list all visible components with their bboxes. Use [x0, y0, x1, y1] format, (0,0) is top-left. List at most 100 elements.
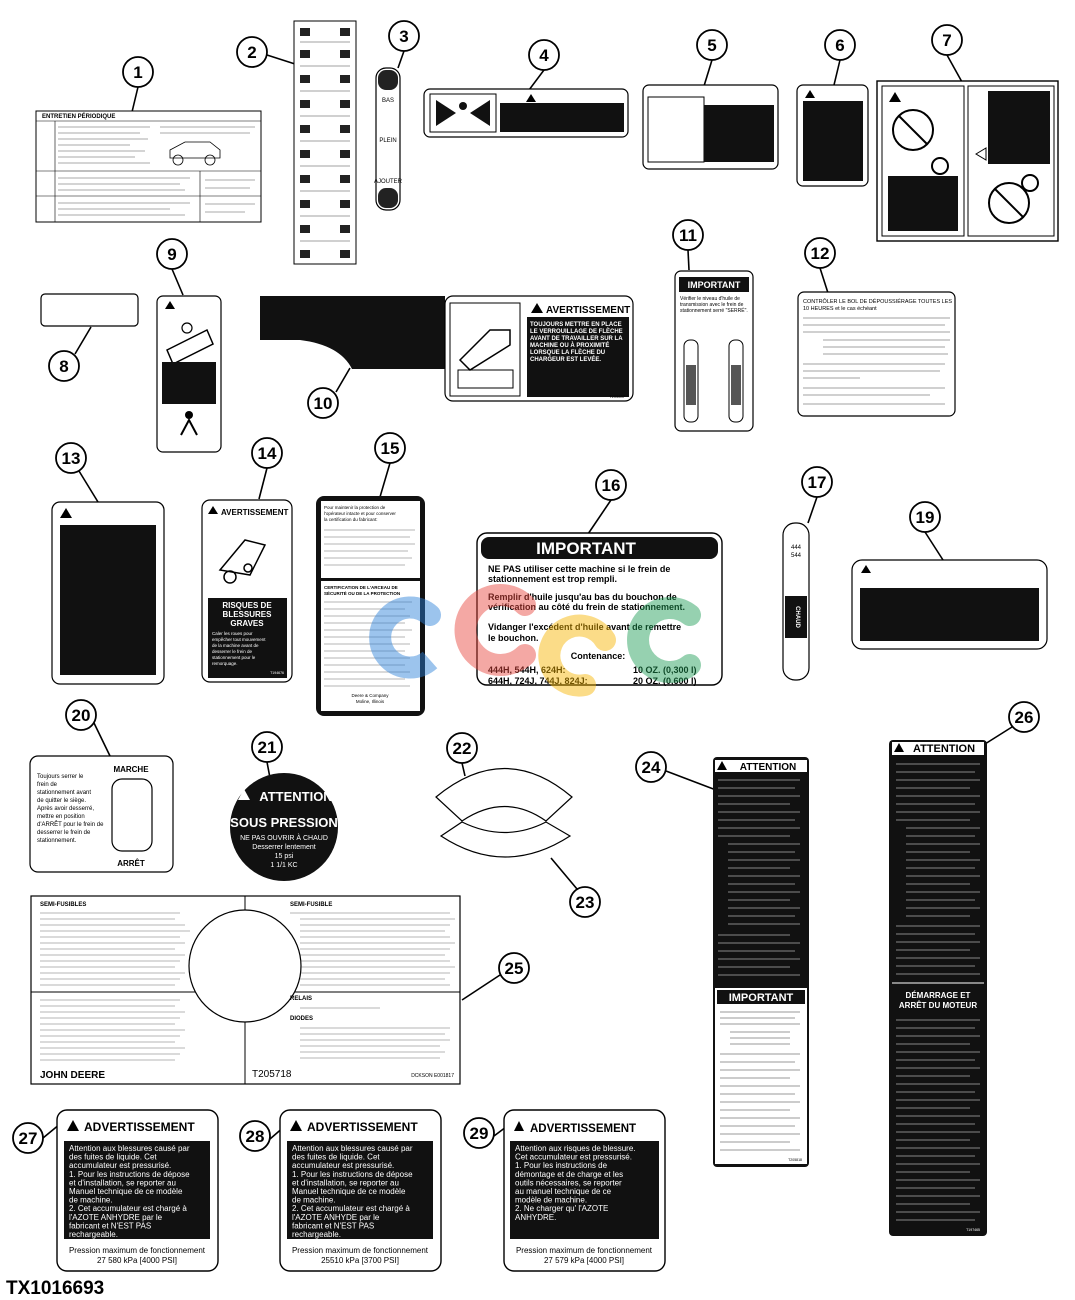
decal-1-maintenance-chart: ENTRETIEN PÉRIODIQUE	[35, 110, 262, 223]
callout-16: 16	[595, 469, 627, 501]
callout-22: 22	[446, 732, 478, 764]
decal-25-fuse-relay-chart: SEMI-FUSIBLES SEMI-FUSIBLE RELAIS DIODES	[30, 895, 461, 1085]
decal-21-pressure-cap-decal: ATTENTION SOUS PRESSION NE PAS OUVRIR À …	[230, 773, 338, 881]
decal29-body-line: modèle de machine.	[515, 1196, 587, 1205]
decal-11-line-1: Vérifier le niveau d'huile de	[680, 296, 740, 302]
decal-10-line-1: TOUJOURS METTRE EN PLACE	[530, 322, 622, 328]
warning-triangle-icon	[208, 506, 218, 514]
decal-17-hot-gauge: 444 544 CHAUD	[782, 522, 810, 681]
decal-25-relais: RELAIS	[290, 996, 312, 1002]
decal-28-footer-1: Pression maximum de fonctionnement	[292, 1246, 429, 1255]
decal29-body-line: 2. Ne charger qu' l'AZOTE	[515, 1204, 608, 1213]
warning-triangle-icon	[717, 761, 727, 770]
decal-24-header-2: IMPORTANT	[729, 992, 794, 1004]
decal-4-crush-hazard	[423, 88, 629, 138]
callout-4: 4	[528, 39, 560, 71]
warning-triangle-icon	[526, 94, 536, 102]
warning-triangle-icon	[861, 565, 871, 573]
decal-13-warning-block	[51, 501, 165, 685]
callout-number: 22	[453, 739, 472, 758]
decal-15-cert-1: CERTIFICATION DE L'ARCEAU DE	[324, 585, 398, 590]
watermark-s2	[538, 614, 616, 697]
decal-15-company-1: Deere & Company	[351, 693, 389, 698]
callout-number: 2	[247, 43, 256, 62]
callout-number: 17	[808, 473, 827, 492]
warning-triangle-icon	[894, 743, 904, 752]
watermark-g	[369, 596, 441, 679]
callout-number: 24	[642, 758, 661, 777]
decal-25-diodes: DIODES	[290, 1016, 313, 1022]
decal-21-line-3: 15 psi	[275, 853, 294, 860]
decal-27-footer-2: 27 580 kPa [4000 PSI]	[97, 1256, 177, 1265]
callout-number: 16	[602, 476, 621, 495]
callout-number: 1	[133, 63, 142, 82]
callout-28: 28	[239, 1120, 271, 1152]
decal-10-line-6: CHARGEUR EST LEVÉE.	[530, 355, 601, 363]
decal-25-left-title: SEMI-FUSIBLES	[40, 902, 86, 908]
callout-number: 19	[916, 508, 935, 527]
decal-17-top-2: 544	[791, 553, 802, 559]
decal27-body-line: de machine.	[69, 1196, 113, 1205]
warning-triangle-icon	[514, 1121, 524, 1131]
decal-29-body: Attention aux risques de blessure.Cet ac…	[515, 1144, 636, 1222]
decal28-body-line: rechargeable.	[292, 1230, 341, 1239]
decal27-body-line: fabricant et N'EST PAS	[69, 1221, 151, 1230]
callout-23: 23	[569, 886, 601, 918]
watermark-c	[627, 597, 701, 683]
watermark-s	[454, 584, 536, 676]
callout-14: 14	[251, 437, 283, 469]
callout-20: 20	[65, 699, 97, 731]
decal27-body-line: Manuel technique de ce modèle	[69, 1187, 183, 1196]
decal-24-code: T205818	[788, 1158, 802, 1162]
leader-lines	[42, 50, 1013, 1140]
decal-20-text-7: d'ARRÊT pour le frein de	[37, 820, 104, 828]
decal29-body-line: ANHYDRE.	[515, 1213, 556, 1222]
decal-23-lower-arc	[439, 821, 572, 858]
callout-number: 20	[72, 706, 91, 725]
callout-24: 24	[635, 751, 667, 783]
callout-19: 19	[909, 501, 941, 533]
decal27-body-line: 2. Cet accumulateur est chargé à	[69, 1204, 187, 1213]
warning-triangle-icon	[60, 508, 72, 518]
decal-16-row2-models: 644H, 724J, 744J, 824J:	[488, 676, 588, 686]
decal-20-text-3: stationnement avant	[37, 790, 91, 796]
decal-17-band: CHAUD	[794, 606, 800, 628]
decal-10-line-5: LORSQUE LA FLÈCHE DU	[530, 348, 605, 356]
decal29-body-line: au manuel technique de ce	[515, 1187, 612, 1196]
decal-26-attention-starting-strip: ATTENTION DÉMARRAGE ET ARRÊT DU MOTEUR	[889, 740, 987, 1236]
decal-20-text-4: de quitter le siège.	[37, 798, 86, 804]
callout-3: 3	[388, 20, 420, 52]
callout-7: 7	[931, 24, 963, 56]
decal29-body-line: Cet accumulateur est pressurisé.	[515, 1153, 632, 1162]
callout-number: 27	[19, 1129, 38, 1148]
callout-number: 3	[399, 27, 408, 46]
decal-15-cert-2: SÉCURITÉ OU DE LA PROTECTION	[324, 589, 400, 596]
decal-9-rollover-decal	[156, 295, 222, 453]
decal-25-brand: JOHN DEERE	[40, 1070, 105, 1081]
warning-triangle-icon	[165, 301, 175, 309]
decal-16-row1-value: 10 OZ. (0,300 l)	[633, 665, 697, 675]
decal-2-icon-strip	[293, 20, 357, 265]
callout-27: 27	[12, 1122, 44, 1154]
decal28-body-line: des fuites de liquide. Cet	[292, 1153, 380, 1162]
warning-triangle-icon	[805, 90, 815, 98]
decal-10-line-4: MACHINE OU À PROXIMITÉ	[530, 341, 609, 349]
decal-17-top-1: 444	[791, 545, 802, 551]
decal-20-text-2: frein de	[37, 782, 58, 788]
decal27-body-line: des fuites de liquide. Cet	[69, 1153, 157, 1162]
decal-14-code: T194676	[270, 671, 284, 675]
decal-12-line-2: 10 HEURES et le cas échéant	[803, 306, 877, 312]
warning-triangle-icon	[889, 92, 901, 102]
decal-14-runaway-warning: AVERTISSEMENT RISQUES DE BLESSURES GRAVE…	[201, 499, 293, 683]
decal-26-header: ATTENTION	[913, 743, 975, 755]
decal-11-transmission-oil-important: IMPORTANT Vérifier le niveau d'huile de …	[674, 270, 754, 432]
decal28-body-line: de machine.	[292, 1196, 336, 1205]
decal-16-p3-2: le bouchon.	[488, 633, 539, 643]
callout-number: 21	[258, 738, 277, 757]
decal-14-body-5: stationnement pour le	[212, 655, 256, 660]
callout-13: 13	[55, 442, 87, 474]
decal-14-body-4: desserrer le frein de	[212, 649, 253, 654]
decal-10-code: T205637	[609, 394, 626, 399]
decal28-body-line: Manuel technique de ce modèle	[292, 1187, 406, 1196]
